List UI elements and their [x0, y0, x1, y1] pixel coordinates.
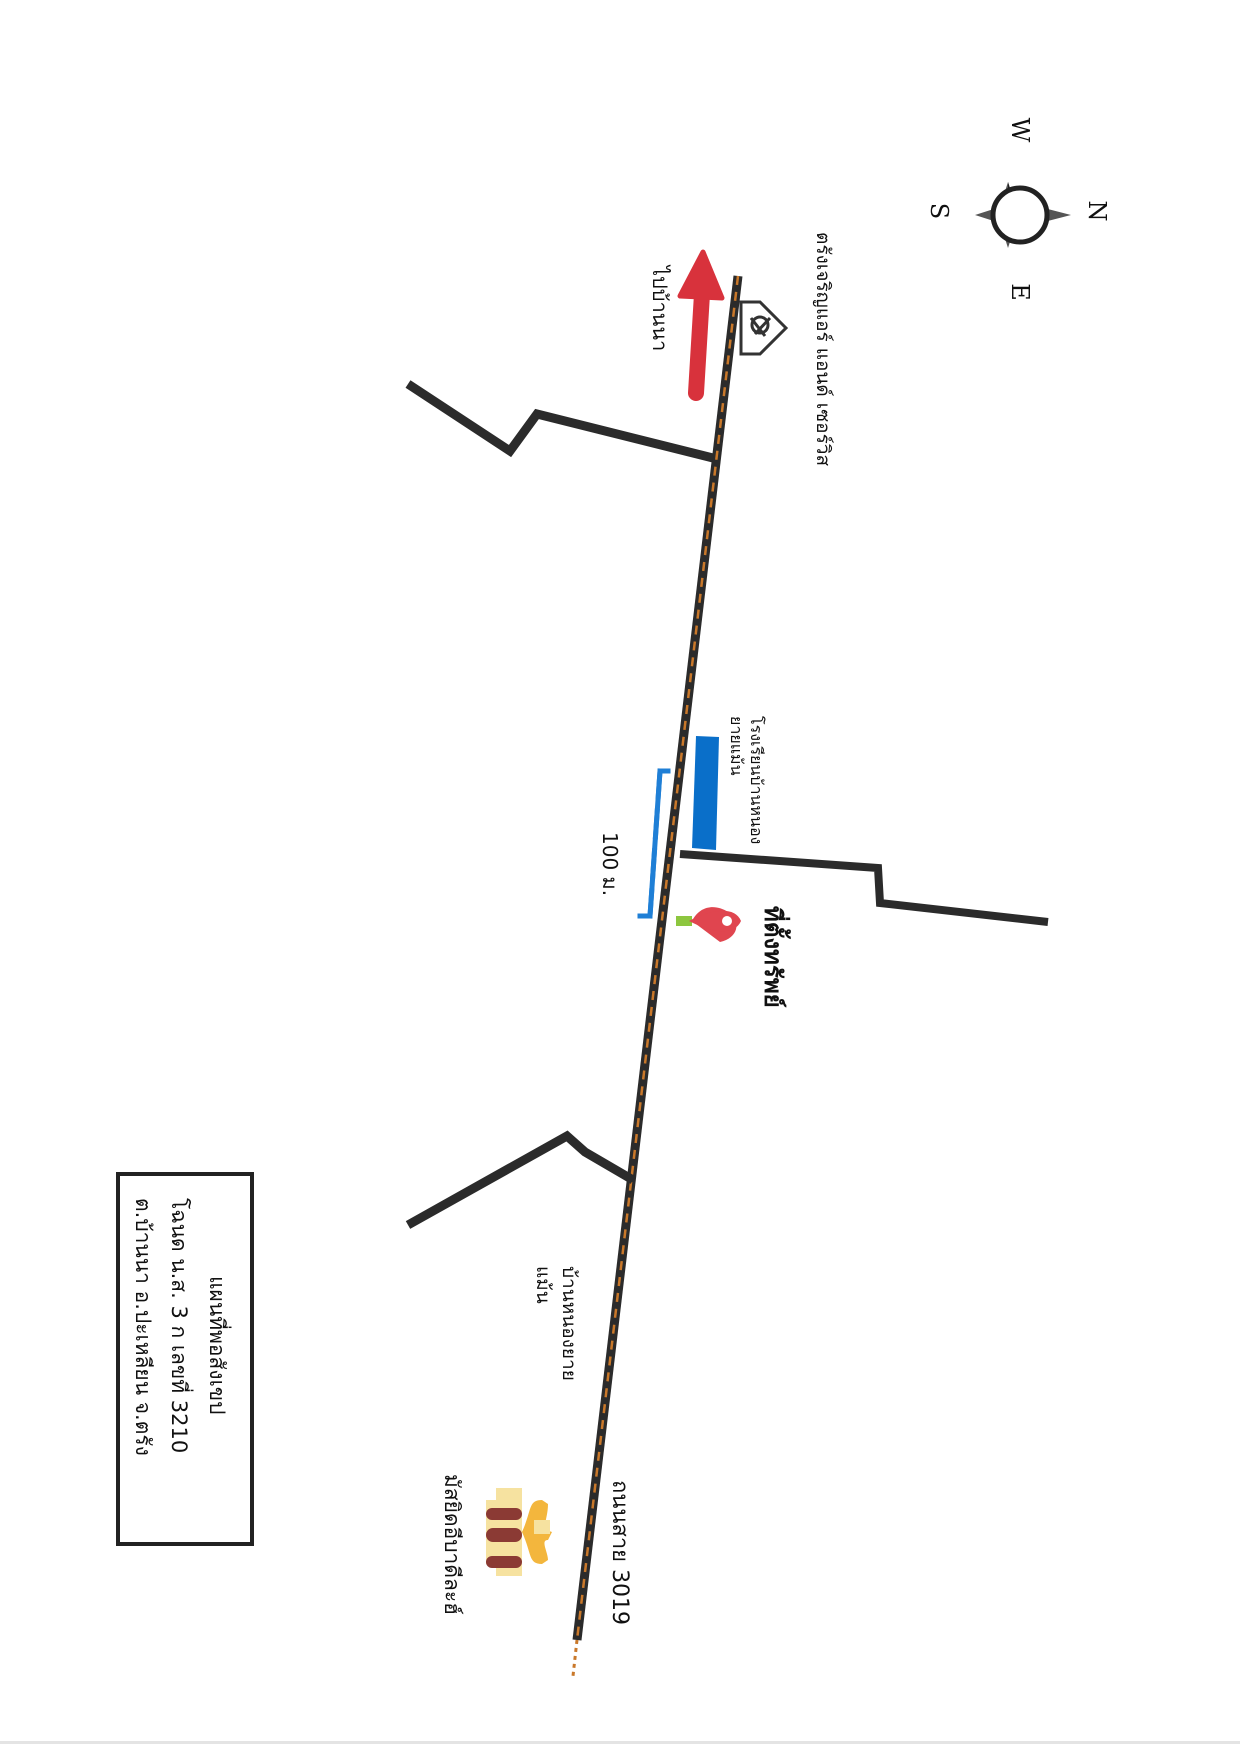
school-building [692, 736, 719, 850]
mosque-icon [486, 1488, 552, 1576]
legend-line-2: ต.บ้านนา อ.ปะเหลียน จ.ตรัง [131, 1198, 155, 1456]
mosque-label: มัสยิดอีบาดีละฮ์ [440, 1474, 464, 1615]
side-road-north [405, 380, 715, 463]
legend-box: แผนที่พอสังเขป โฉนด น.ส. 3 ก เลขที่ 3210… [116, 1172, 254, 1546]
land-location-label: ที่ตั้งทรัพย์ [759, 906, 787, 1008]
compass-west: W [1006, 117, 1034, 143]
village-label: บ้านหนองยาย แม้น [532, 1266, 580, 1381]
compass-south: S [925, 202, 953, 220]
school-label: โรงเรียนบ้านหนอง ยายแม้น [727, 716, 766, 845]
compass-east: E [1006, 283, 1034, 301]
side-road-school [679, 850, 1049, 926]
store-house-icon [739, 300, 789, 356]
legend-line-1: โฉนด น.ส. 3 ก เลขที่ 3210 [167, 1198, 191, 1454]
main-road [571, 275, 743, 1677]
arrow-to-ban-na [677, 249, 725, 401]
legend-title: แผนที่พอสังเขป [205, 1276, 229, 1415]
to-ban-na-label: ไปบ้านนา [648, 266, 672, 352]
compass-rose-icon [975, 182, 1071, 248]
page-bottom-edge [0, 1741, 1240, 1744]
compass-north: N [1083, 200, 1111, 222]
hardware-store-label: ตรังเจริญแอร์ แอนด์ เซอร์วิส [812, 232, 834, 467]
distance-label: 100 ม. [598, 832, 622, 897]
road-label: ถนนสาย 3019 [607, 1480, 632, 1626]
distance-marker [637, 768, 671, 919]
location-pin-icon [676, 907, 741, 942]
side-road-village [405, 1130, 636, 1229]
